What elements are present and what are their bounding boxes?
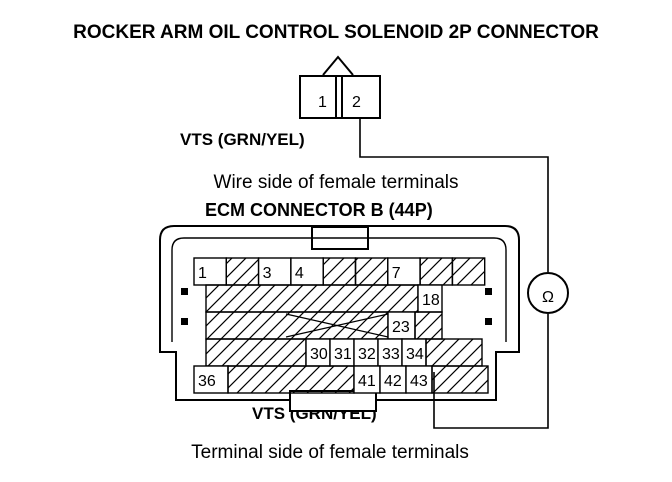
terminal-cell-row2-0	[417, 284, 443, 313]
terminal-label-34: 34	[406, 346, 424, 363]
ohmmeter-symbol	[527, 272, 569, 314]
terminal-cell-empty	[205, 338, 307, 367]
terminal-cell-empty	[425, 338, 483, 367]
terminal-cell-row5-0	[193, 365, 229, 394]
terminal-cell-empty	[451, 257, 486, 286]
housing-guide-marks	[181, 288, 492, 325]
terminal-label-4: 4	[295, 265, 304, 282]
diagram-title: ROCKER ARM OIL CONTROL SOLENOID 2P CONNE…	[73, 22, 599, 43]
terminal-label-42: 42	[384, 373, 402, 390]
terminal-cell-row5-3	[405, 365, 433, 394]
connector-latch	[322, 55, 354, 76]
connector-body	[299, 75, 381, 119]
terminal-cell-empty	[354, 257, 389, 286]
terminal-cell-empty	[322, 257, 357, 286]
solenoid-2p-connector	[299, 55, 381, 119]
wire-to-ohmmeter-top	[359, 118, 549, 272]
terminal-cell-empty	[414, 311, 443, 340]
terminal-cell-empty	[227, 365, 355, 394]
cross-mark	[285, 313, 389, 338]
terminal-label-41: 41	[358, 373, 376, 390]
ecm-connector-title: ECM CONNECTOR B (44P)	[205, 200, 433, 220]
terminal-label-36: 36	[198, 373, 216, 390]
solenoid-pin-1: 1	[318, 94, 327, 111]
terminal-side-label: Terminal side of female terminals	[191, 442, 469, 463]
terminal-label-3: 3	[263, 265, 272, 282]
ohmmeter-circle	[527, 272, 569, 314]
terminal-label-18: 18	[422, 292, 440, 309]
terminal-label-7: 7	[392, 265, 401, 282]
terminal-cell-empty	[419, 257, 454, 286]
vts-top-label: VTS (GRN/YEL)	[180, 130, 305, 149]
terminal-cell-row5-1	[353, 365, 381, 394]
housing-top-lock	[311, 226, 369, 250]
terminal-cell-row1-2	[290, 257, 324, 286]
housing-outline	[159, 225, 520, 401]
ohm-icon: Ω	[542, 289, 554, 306]
terminal-label-31: 31	[334, 346, 352, 363]
terminal-label-23: 23	[392, 319, 410, 336]
housing-bottom-lock	[289, 390, 377, 412]
terminal-cell-row4-3	[377, 338, 403, 367]
terminal-label-43: 43	[410, 373, 428, 390]
terminal-label-30: 30	[310, 346, 328, 363]
terminal-label-33: 33	[382, 346, 400, 363]
terminal-label-1: 1	[198, 265, 207, 282]
housing-inner-edge	[171, 237, 507, 342]
terminal-label-32: 32	[358, 346, 376, 363]
wire-side-label: Wire side of female terminals	[213, 172, 459, 193]
terminal-cell-empty	[431, 365, 489, 394]
terminal-cell-empty	[225, 257, 260, 286]
solenoid-pin-2: 2	[352, 94, 361, 111]
terminal-cell-empty	[205, 284, 419, 313]
